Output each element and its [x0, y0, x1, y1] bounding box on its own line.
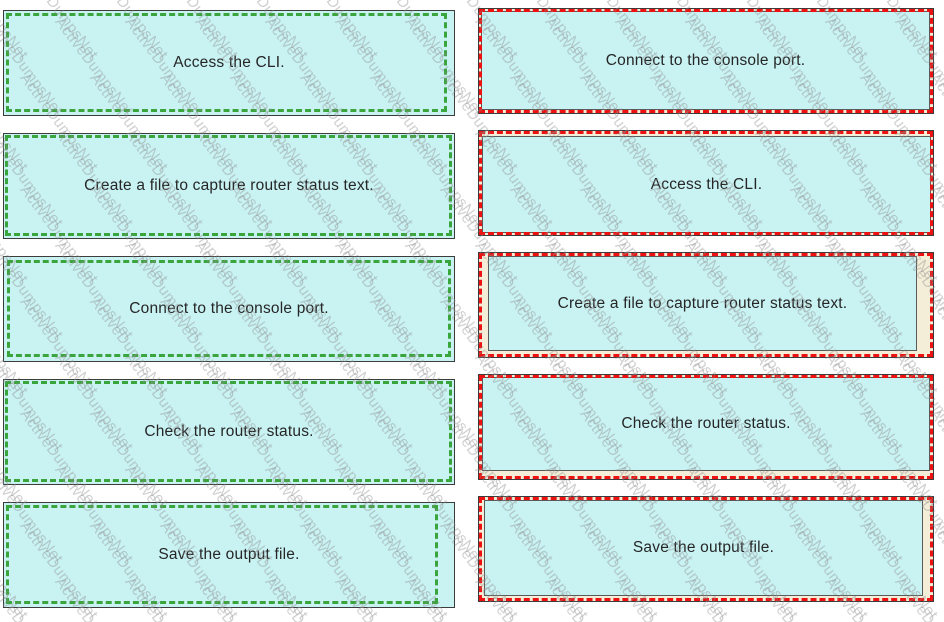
source-column: Access the CLI. Create a file to capture… — [3, 10, 455, 608]
source-card-3[interactable]: Connect to the console port. — [3, 256, 455, 362]
target-column: Connect to the console port. Access the … — [478, 8, 934, 602]
target-slot-2[interactable]: Access the CLI. — [478, 130, 934, 236]
source-card-5[interactable]: Save the output file. — [3, 502, 455, 608]
source-card-label: Check the router status. — [144, 423, 314, 440]
source-card-4[interactable]: Check the router status. — [3, 379, 455, 485]
dropped-card-label: Check the router status. — [621, 415, 791, 432]
source-card-label: Connect to the console port. — [129, 300, 329, 317]
target-slot-4[interactable]: Check the router status. — [478, 374, 934, 480]
dropped-card-label: Save the output file. — [632, 539, 775, 556]
dropped-card-label: Access the CLI. — [650, 175, 763, 193]
dropped-card[interactable]: Save the output file. — [484, 500, 923, 596]
dropped-card[interactable]: Check the router status. — [482, 377, 930, 471]
dropped-card[interactable]: Connect to the console port. — [481, 11, 930, 110]
dropped-card-label: Connect to the console port. — [605, 51, 806, 69]
dropped-card[interactable]: Create a file to capture router status t… — [488, 256, 917, 351]
source-card-2[interactable]: Create a file to capture router status t… — [3, 133, 455, 239]
source-card-label: Access the CLI. — [173, 54, 285, 71]
target-slot-5[interactable]: Save the output file. — [478, 496, 934, 602]
source-card-1[interactable]: Access the CLI. — [3, 10, 455, 116]
dropped-card-label: Create a file to capture router status t… — [557, 294, 848, 312]
target-slot-1[interactable]: Connect to the console port. — [478, 8, 934, 114]
dropped-card[interactable]: Access the CLI. — [482, 136, 931, 233]
source-card-label: Create a file to capture router status t… — [84, 177, 374, 194]
target-slot-3[interactable]: Create a file to capture router status t… — [478, 252, 934, 358]
source-card-label: Save the output file. — [158, 546, 300, 563]
